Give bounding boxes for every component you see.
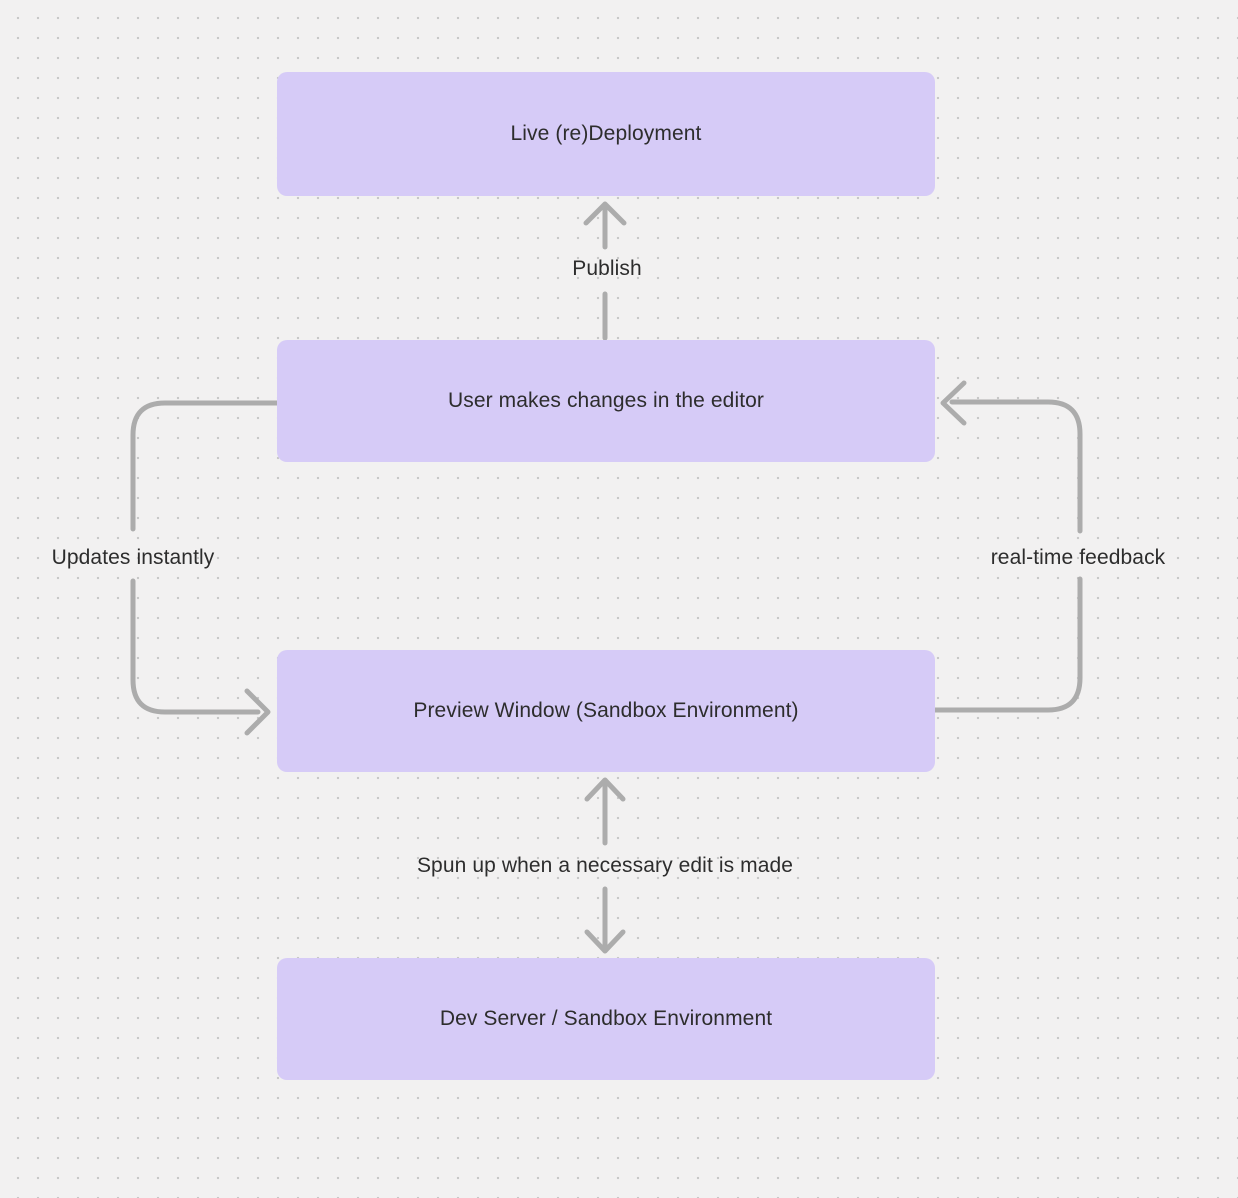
updates-arrow-lower[interactable]: [130, 578, 261, 715]
feedback-arrow-lower[interactable]: [932, 576, 1083, 713]
node-label-preview-window: Preview Window (Sandbox Environment): [413, 699, 799, 722]
node-label-live-redeployment: Live (re)Deployment: [510, 122, 702, 145]
edge-label-real-time-feedback[interactable]: real-time feedback: [990, 546, 1166, 569]
node-label-dev-server: Dev Server / Sandbox Environment: [439, 1007, 773, 1030]
edge-label-spun-up[interactable]: Spun up when a necessary edit is made: [416, 854, 794, 877]
feedback-arrow-upper[interactable]: [949, 399, 1083, 534]
spun-up-arrow[interactable]: [584, 777, 626, 954]
node-dev-server[interactable]: Dev Server / Sandbox Environment: [277, 958, 935, 1080]
real-time-feedback-arrow[interactable]: [932, 380, 1083, 713]
edge-label-updates-instantly[interactable]: Updates instantly: [51, 546, 215, 569]
node-user-editor[interactable]: User makes changes in the editor: [277, 340, 935, 462]
node-live-redeployment[interactable]: Live (re)Deployment: [277, 72, 935, 196]
edge-label-publish[interactable]: Publish: [572, 257, 642, 280]
feedback-arrowhead-left-icon: [940, 380, 967, 426]
node-label-user-editor: User makes changes in the editor: [447, 389, 765, 412]
spunup-arrowhead-up-icon: [584, 777, 626, 802]
publish-arrowhead-up-icon: [583, 201, 627, 226]
updates-arrowhead-right-icon: [244, 688, 271, 736]
updates-arrow-upper[interactable]: [130, 400, 280, 532]
publish-arrow[interactable]: [583, 201, 627, 341]
spunup-arrowhead-down-icon: [584, 929, 626, 954]
updates-instantly-arrow[interactable]: [130, 400, 280, 736]
node-preview-window[interactable]: Preview Window (Sandbox Environment): [277, 650, 935, 772]
